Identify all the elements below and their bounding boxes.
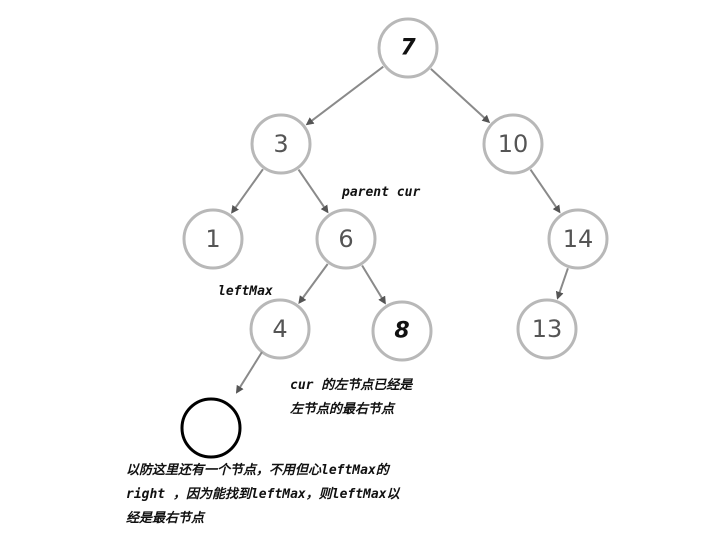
node-label: 13 [532, 315, 563, 343]
tree-edges [231, 65, 569, 305]
node-circle [547, 208, 609, 270]
placeholder-node-circle [180, 397, 242, 459]
edge-n4-placeholder [235, 351, 263, 394]
node-circle [516, 298, 578, 360]
tree-node-13: 13 [516, 298, 578, 360]
node-label: 10 [498, 130, 529, 158]
edge-n6-n8 [361, 264, 386, 305]
node-label: 8 [394, 319, 409, 344]
edge-n10-n14 [529, 169, 561, 214]
tree-node-7: 7 [377, 17, 439, 79]
tree-node-4: 4 [249, 298, 311, 360]
node-label: 1 [205, 225, 220, 253]
bottom-note: 以防这里还有一个节点，不用但心leftMax的 right ，因为能找到left… [126, 459, 400, 531]
edge-n3-n6 [297, 169, 329, 214]
tree-node-1: 1 [182, 208, 244, 270]
tree-node-8: 8 [371, 300, 433, 362]
node-circle [182, 208, 244, 270]
node-label: 6 [338, 225, 353, 253]
node-circle [250, 113, 312, 175]
edge-n7-n10 [430, 68, 491, 124]
edge-n14-n13 [555, 267, 569, 300]
cur-note: cur 的左节点已经是 左节点的最右节点 [290, 374, 412, 422]
node-circle [371, 300, 433, 362]
node-label: 14 [563, 225, 594, 253]
bottom-note-line-3: 经是最右节点 [126, 511, 205, 526]
tree-node-6: 6 [315, 208, 377, 270]
bottom-note-line-2: right ，因为能找到leftMax，则leftMax以 [126, 487, 400, 502]
tree-node-3: 3 [250, 113, 312, 175]
cur-note-line-1: cur 的左节点已经是 [290, 378, 413, 393]
tree-nodes: 7 3 10 1 6 14 4 8 13 [182, 17, 609, 362]
node-circle [315, 208, 377, 270]
node-circle [377, 17, 439, 79]
tree-node-14: 14 [547, 208, 609, 270]
left-max-label: leftMax [218, 284, 273, 299]
node-label: 3 [273, 130, 288, 158]
node-label: 4 [272, 315, 287, 343]
node-circle [249, 298, 311, 360]
edge-n6-n4 [298, 263, 329, 305]
tree-node-10: 10 [482, 113, 544, 175]
parent-cur-label: parent cur [342, 185, 421, 200]
bottom-note-line-1: 以防这里还有一个节点，不用但心leftMax的 [126, 463, 389, 478]
edge-n3-n1 [231, 168, 264, 214]
node-circle [482, 113, 544, 175]
edge-n7-n3 [305, 65, 384, 126]
node-label: 7 [400, 36, 416, 61]
cur-note-line-2: 左节点的最右节点 [290, 402, 395, 417]
